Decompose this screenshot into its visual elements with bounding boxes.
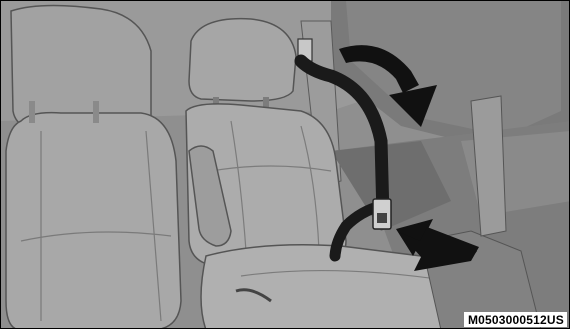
figure-code-label: M0503000512US [464, 312, 567, 327]
